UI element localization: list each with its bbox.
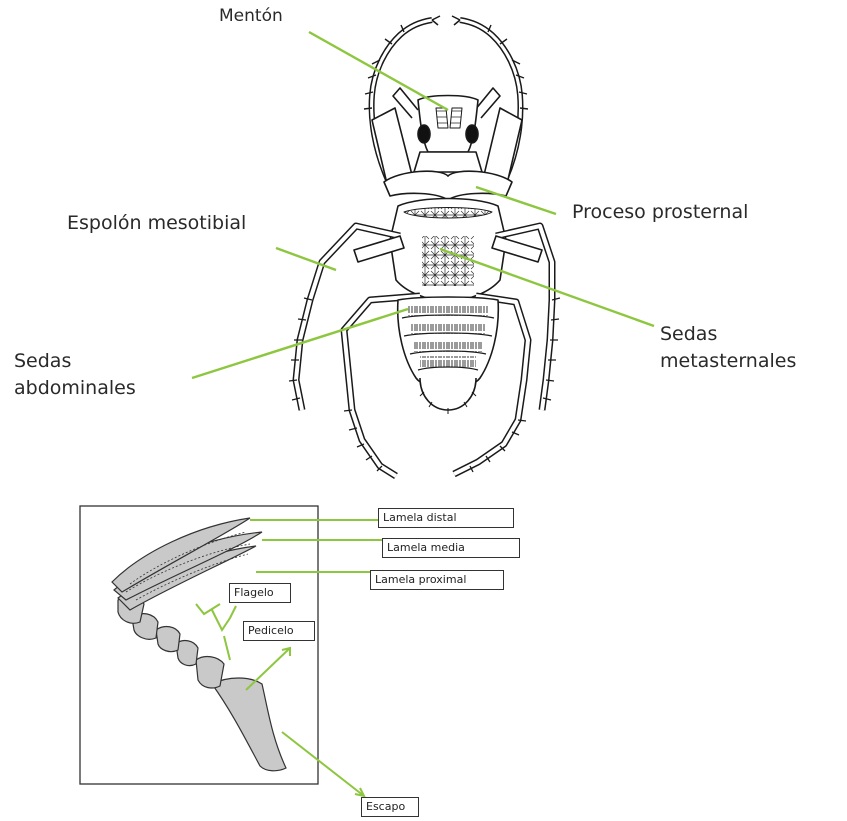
label-sedas-metasternales-line1: Sedas bbox=[660, 321, 796, 348]
label-flagelo: Flagelo bbox=[229, 583, 291, 603]
label-sedas-abdominales: Sedas abdominales bbox=[14, 348, 136, 402]
leader-menton bbox=[309, 32, 448, 110]
label-lamela-media: Lamela media bbox=[382, 538, 520, 558]
label-espolon-mesotibial: Espolón mesotibial bbox=[67, 210, 246, 237]
label-sedas-abdominales-line1: Sedas bbox=[14, 348, 136, 375]
label-sedas-abdominales-line2: abdominales bbox=[14, 375, 136, 402]
label-proceso-prosternal: Proceso prosternal bbox=[572, 199, 748, 226]
label-escapo: Escapo bbox=[361, 797, 419, 817]
label-pedicelo: Pedicelo bbox=[243, 621, 315, 641]
label-lamela-distal: Lamela distal bbox=[378, 508, 514, 528]
label-sedas-metasternales-line2: metasternales bbox=[660, 348, 796, 375]
beetle-illustration bbox=[289, 16, 560, 476]
label-menton: Mentón bbox=[219, 6, 283, 26]
beetle-pronotum bbox=[414, 152, 482, 172]
label-lamela-proximal: Lamela proximal bbox=[370, 570, 504, 590]
label-sedas-metasternales: Sedas metasternales bbox=[660, 321, 796, 375]
